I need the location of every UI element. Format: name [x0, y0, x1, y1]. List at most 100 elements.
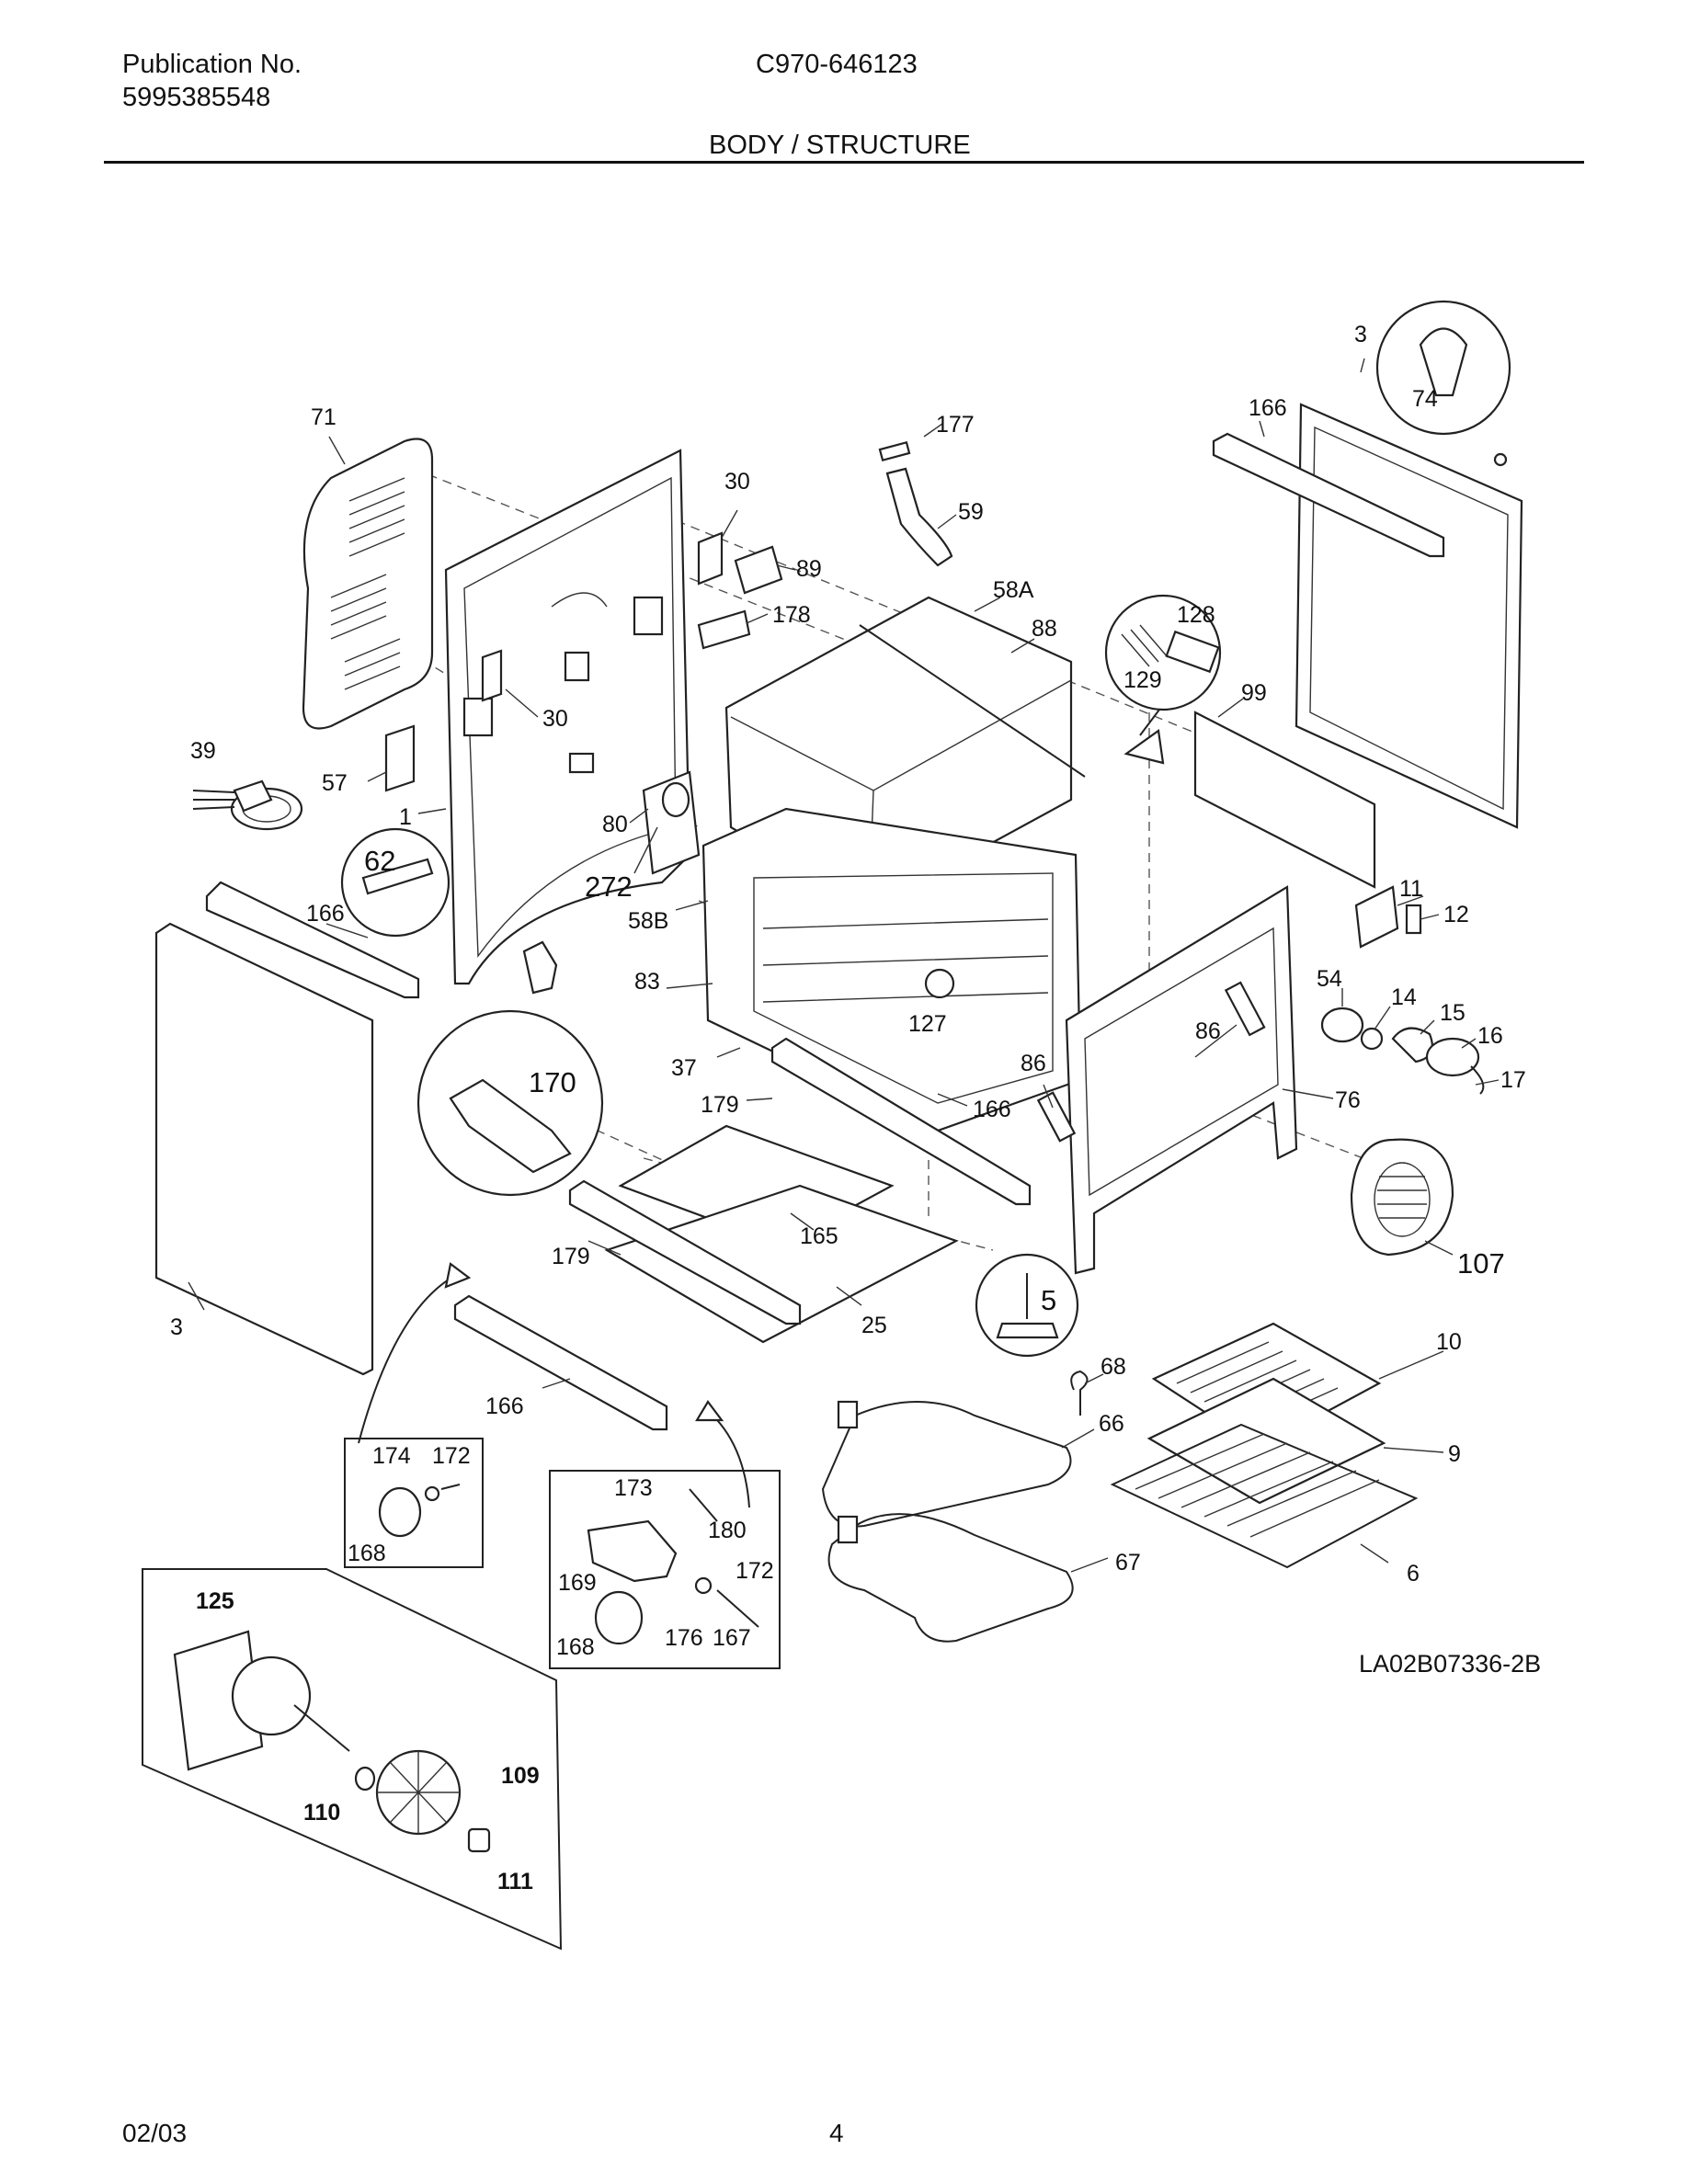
- callout-176: 176: [665, 1625, 703, 1651]
- callout-30-top: 30: [724, 469, 750, 495]
- section-title: BODY / STRUCTURE: [709, 131, 971, 160]
- callout-68: 68: [1101, 1354, 1126, 1380]
- callout-179-lower: 179: [552, 1244, 590, 1269]
- callout-110: 110: [303, 1800, 340, 1826]
- callout-3-left: 3: [170, 1314, 183, 1340]
- leveling-leg-detail: [975, 1253, 1079, 1358]
- power-cord: [192, 779, 303, 831]
- callout-179-upper: 179: [701, 1092, 739, 1118]
- callout-16: 16: [1477, 1023, 1503, 1049]
- hinge-brackets: [481, 531, 783, 702]
- callout-76: 76: [1335, 1087, 1361, 1113]
- clip-detail: [340, 827, 451, 938]
- callout-125: 125: [196, 1588, 234, 1614]
- callout-178: 178: [772, 602, 811, 628]
- callout-86-upper: 86: [1195, 1018, 1221, 1044]
- footer-date: 02/03: [122, 2119, 188, 2147]
- page-number: 4: [829, 2119, 844, 2147]
- callout-1: 1: [399, 804, 412, 830]
- callout-166-upper-rail: 166: [306, 901, 345, 927]
- callout-67: 67: [1115, 1550, 1141, 1575]
- upper-frame-rail: [205, 881, 420, 999]
- callout-167: 167: [713, 1625, 751, 1651]
- detail-box-small: [344, 1438, 484, 1568]
- callout-166-door-rail: 166: [1249, 395, 1287, 421]
- heating-elements: [821, 1370, 1089, 1643]
- callout-15: 15: [1440, 1000, 1466, 1026]
- callout-30-mid: 30: [542, 706, 568, 732]
- callout-25: 25: [861, 1313, 887, 1338]
- rear-cover-panel: [302, 438, 434, 730]
- callout-172-small: 172: [432, 1443, 471, 1469]
- callout-168-small: 168: [348, 1541, 386, 1566]
- callout-57: 57: [322, 770, 348, 796]
- broil-pan-and-rack: [1110, 1322, 1419, 1569]
- callout-9: 9: [1448, 1441, 1461, 1467]
- callout-labels: 71 30 89 178 30 39 57 1 80 272 62 166 58…: [170, 322, 1526, 1894]
- model-number: C970-646123: [756, 50, 918, 79]
- callout-14: 14: [1391, 984, 1417, 1010]
- callout-71: 71: [311, 404, 336, 430]
- small-plate: [384, 724, 416, 792]
- fan-motor-detail: [142, 1568, 563, 1951]
- callout-6: 6: [1407, 1561, 1420, 1587]
- callout-177: 177: [936, 412, 975, 438]
- callout-17: 17: [1500, 1067, 1526, 1093]
- front-frame: [1036, 885, 1298, 1275]
- fan-cover: [1350, 1138, 1454, 1257]
- callout-59: 59: [958, 499, 984, 525]
- header-rule: [104, 161, 1584, 164]
- callout-37: 37: [671, 1055, 697, 1081]
- callout-66: 66: [1099, 1411, 1124, 1437]
- callout-3-right: 3: [1354, 322, 1367, 347]
- callout-83: 83: [634, 969, 660, 995]
- vent-duct: [642, 770, 701, 875]
- drawing-id: LA02B07336-2B: [1359, 1650, 1542, 1678]
- callout-111: 111: [497, 1869, 533, 1894]
- callout-74: 74: [1412, 386, 1438, 412]
- vent-tube: [878, 440, 953, 567]
- callout-39: 39: [190, 738, 216, 764]
- callout-107: 107: [1457, 1247, 1505, 1280]
- left-side-panel: [154, 922, 374, 1376]
- callout-129: 129: [1123, 667, 1162, 693]
- detail-arrows: [358, 698, 1169, 1508]
- detail-box-large: [549, 1470, 781, 1669]
- callout-86-lower: 86: [1021, 1051, 1046, 1076]
- bracket-detail: [416, 940, 604, 1197]
- callout-165: 165: [800, 1223, 838, 1249]
- callout-169: 169: [558, 1570, 597, 1596]
- callout-5: 5: [1041, 1284, 1056, 1316]
- callout-99: 99: [1241, 680, 1267, 706]
- callout-89: 89: [796, 556, 822, 582]
- callout-174: 174: [372, 1443, 411, 1469]
- callout-88: 88: [1032, 616, 1057, 642]
- rear-shield-panel: [1193, 711, 1376, 889]
- callout-173: 173: [614, 1475, 653, 1501]
- callout-58a: 58A: [993, 577, 1034, 603]
- oven-cavity: [701, 807, 1082, 1132]
- callout-62: 62: [364, 845, 395, 877]
- publication-label: Publication No.: [122, 50, 302, 79]
- callout-128: 128: [1177, 602, 1215, 628]
- knob-detail: [1375, 300, 1511, 467]
- callout-12: 12: [1443, 902, 1469, 927]
- spring-detail: [1104, 594, 1222, 711]
- lamp-assembly: [1320, 885, 1485, 1095]
- back-wall-frame: [444, 449, 691, 985]
- bottom-plates: [604, 1124, 959, 1344]
- callout-272: 272: [585, 870, 633, 903]
- callout-leaders: [188, 358, 1500, 1573]
- callout-80: 80: [602, 812, 628, 837]
- publication-number: 5995385548: [122, 83, 271, 112]
- callout-172-large: 172: [736, 1558, 774, 1584]
- callout-166-lower-rail: 166: [973, 1097, 1011, 1122]
- callout-109: 109: [501, 1763, 540, 1789]
- callout-127: 127: [908, 1011, 947, 1037]
- callout-11: 11: [1399, 876, 1423, 902]
- callout-170: 170: [529, 1066, 576, 1098]
- callout-58b: 58B: [628, 908, 668, 934]
- door-frame-right: [1212, 403, 1523, 829]
- callout-180: 180: [708, 1518, 747, 1543]
